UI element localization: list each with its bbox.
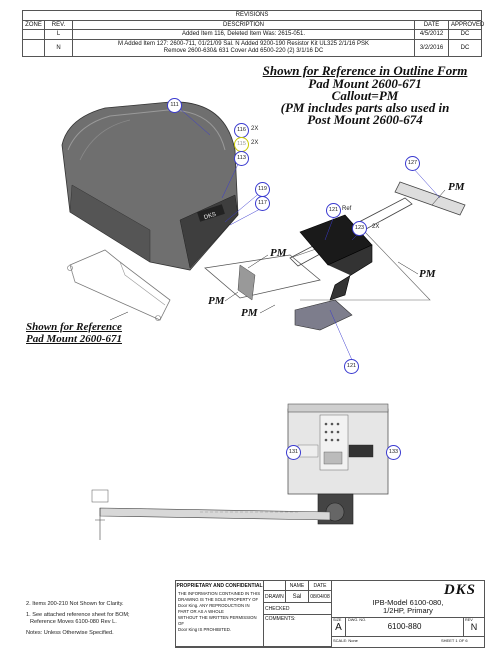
sheet-label: SHEET 1 OF 6 [441, 638, 468, 643]
revision-header-row: ZONE REV. DESCRIPTION DATE APPROVED [23, 21, 485, 30]
notes-heading: Notes: Unless Otherwise Specified. [26, 630, 114, 636]
title-block: PROPRIETARY AND CONFIDENTIAL THE INFORMA… [175, 580, 485, 648]
housing-logo-mark: DKS [203, 212, 217, 222]
item-balloon: 121 [326, 203, 341, 218]
item-balloon: 111 [167, 98, 182, 113]
note-1-line-2: Reference Moves 6100-080 Rev L. [30, 619, 117, 625]
approved-cell: DC [460, 45, 470, 51]
item-balloon: 123 [352, 221, 367, 236]
comments-label: COMMENTS: [264, 615, 332, 647]
proprietary-text: Door King. ANY REPRODUCTION IN [178, 603, 250, 608]
drawing-number: 6100-880 [387, 622, 422, 631]
pm-label: PM [270, 247, 287, 259]
link-arm [289, 197, 413, 267]
revision-row: N M Added Item 127: 2600-711, 01/21/09 S… [23, 40, 481, 56]
rev-cell: N [45, 40, 73, 56]
item-balloon: 115 [234, 137, 249, 152]
revision-title: REVISIONS [23, 11, 481, 21]
revision-cell: REV N [464, 617, 484, 637]
drawing-number-cell: DWG. NO. 6100-880 [346, 617, 464, 637]
description-line: Remove 2600-630& 631 Cover Add 6500-220 … [163, 48, 324, 54]
pm-label: PM [419, 268, 436, 280]
drawing-title-line-1: IPB-Model 6100-080, [372, 598, 444, 607]
proprietary-text: THE INFORMATION CONTAINED IN THIS [178, 591, 261, 596]
reference-label-line-2: Pad Mount 2600-671 [26, 333, 122, 345]
revision-value: N [470, 622, 478, 632]
description-cell: Added Item 116, Deleted Item Was: 2615-0… [73, 30, 415, 39]
item-balloon: 133 [386, 445, 401, 460]
arm-block-121 [294, 299, 353, 331]
item-balloon: 116 [234, 123, 249, 138]
heading-line-4: (PM includes parts also used in [280, 100, 450, 115]
item-balloon: 119 [255, 182, 270, 197]
scale-label: SCALE: None [333, 638, 358, 643]
pm-label: PM [448, 181, 465, 193]
item-balloon: 131 [286, 445, 301, 460]
gate-bracket-127 [394, 181, 466, 216]
revision-table: REVISIONS ZONE REV. DESCRIPTION DATE APP… [22, 10, 485, 57]
date-cell: 3/2/2016 [415, 40, 449, 56]
pm-label: PM [241, 307, 258, 319]
revision-row: L Added Item 116, Deleted Item Was: 2615… [23, 30, 481, 40]
drawing-title-line-2: 1/2HP, Primary [383, 606, 433, 615]
note-1-line-1: 1. See attached reference sheet for BOM; [26, 612, 130, 618]
item-balloon: 117 [255, 196, 270, 211]
quantity-label: 2X [251, 140, 259, 146]
drawn-name: Sal [286, 591, 309, 603]
name-header: NAME [286, 581, 309, 591]
proprietary-title: PROPRIETARY AND CONFIDENTIAL [176, 583, 263, 589]
output-arm [99, 507, 331, 521]
date-header: DATE [309, 581, 332, 591]
proprietary-cell: PROPRIETARY AND CONFIDENTIAL THE INFORMA… [176, 581, 264, 647]
description-line: M Added Item 127: 2600-711, 01/21/09 Sal… [117, 41, 370, 47]
size-value: A [335, 622, 342, 633]
quantity-label: 2X [372, 224, 380, 230]
item-balloon: 121 [344, 359, 359, 374]
rev-header: REV. [45, 21, 73, 29]
proprietary-text: PART OR AS A WHOLE [178, 609, 224, 614]
heading-line-2: Pad Mount 2600-671 [308, 76, 422, 91]
description-cell: M Added Item 127: 2600-711, 01/21/09 Sal… [73, 40, 415, 56]
checked-label: CHECKED [264, 603, 332, 615]
rev-cell: L [45, 30, 73, 39]
heading-line-3: Callout=PM [331, 88, 399, 103]
size-cell: SIZE A [332, 617, 346, 637]
zone-cell [23, 40, 45, 56]
heading-line-1: Shown for Reference in Outline Form [262, 63, 468, 78]
drawn-date: 08/04/08 [309, 591, 332, 603]
proprietary-text: WITHOUT THE WRITTEN PERMISSION OF [178, 615, 257, 626]
reference-label-line-1: Shown for Reference [26, 321, 122, 333]
company-logo: DKS [443, 582, 476, 598]
gate-arm-bracket [204, 254, 321, 299]
proprietary-text: Door King IS PROHIBITED. [178, 627, 232, 632]
note-2: 2. Items 200-210 Not Shown for Clarity. [26, 601, 124, 607]
date-header: DATE [415, 21, 449, 29]
approved-header: APPROVED [451, 22, 485, 28]
approved-cell: DC [460, 31, 470, 37]
description-header: DESCRIPTION [73, 21, 415, 29]
date-cell: 4/5/2012 [415, 30, 449, 39]
item-balloon: 113 [234, 151, 249, 166]
revision-label: REV [465, 618, 473, 622]
proprietary-text: DRAWING IS THE SOLE PROPERTY OF [178, 597, 259, 602]
size-label: SIZE [333, 618, 342, 622]
reference-tag: Ref [342, 206, 352, 212]
item-balloon: 127 [405, 156, 420, 171]
zone-header: ZONE [23, 21, 45, 29]
quantity-label: 2X [251, 126, 259, 132]
pm-label: PM [208, 295, 225, 307]
heading-line-5: Post Mount 2600-674 [307, 112, 423, 127]
zone-cell [23, 30, 45, 39]
drawn-label: DRAWN [264, 591, 286, 603]
drawing-number-label: DWG. NO. [348, 618, 367, 622]
